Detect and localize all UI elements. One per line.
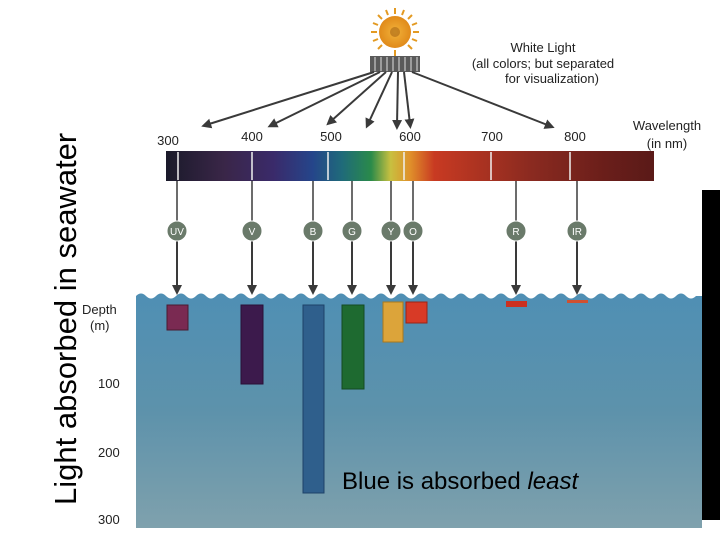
depth-tick-300: 300 [98,512,120,527]
wavelength-tick-300: 300 [157,133,179,148]
penetration-bar-y [382,301,404,343]
band-label-o: O [409,227,417,238]
band-label-uv: UV [170,227,184,238]
depth-tick-100: 100 [98,376,120,391]
band-label-b: B [310,227,317,238]
white-light-title: White Light [510,40,575,55]
band-label-v: V [249,227,256,238]
depth-tick-200: 200 [98,445,120,460]
penetration-bar-o [405,301,428,324]
light-source-block [370,56,420,72]
white-light-note-2: for visualization) [505,71,599,86]
penetration-bar-r [506,301,527,307]
penetration-bar-b [302,304,325,494]
white-light-arrows [201,71,555,130]
sea-water [136,293,702,528]
caption-emphasis: least [527,468,579,495]
penetration-bar-v [240,304,264,385]
wavelength-tick-600: 600 [399,129,421,144]
depth-unit: (m) [90,318,110,333]
wavelength-tick-400: 400 [241,129,263,144]
penetration-bars [166,300,588,494]
band-markers: UV V B G Y O R IR [166,181,588,295]
caption: Blue is absorbed least [342,468,578,496]
caption-main: Blue is absorbed [342,468,528,495]
wavelength-tick-800: 800 [564,129,586,144]
penetration-bar-g [341,304,365,390]
right-edge-bar [702,190,720,520]
wavelength-unit: (in nm) [647,136,687,151]
band-label-r: R [512,227,519,238]
band-label-y: Y [388,227,395,238]
penetration-bar-ir [567,300,588,303]
wavelength-label: Wavelength [633,118,701,133]
wavelength-tick-700: 700 [481,129,503,144]
white-light-note-1: (all colors; but separated [472,56,614,71]
visible-spectrum-bar [166,151,654,181]
penetration-bar-uv [166,304,189,331]
band-label-ir: IR [572,227,582,238]
sun-icon [371,8,419,56]
spectrum-ticks [177,152,571,180]
wavelength-tick-500: 500 [320,129,342,144]
band-label-g: G [348,227,356,238]
depth-label: Depth [82,302,117,317]
